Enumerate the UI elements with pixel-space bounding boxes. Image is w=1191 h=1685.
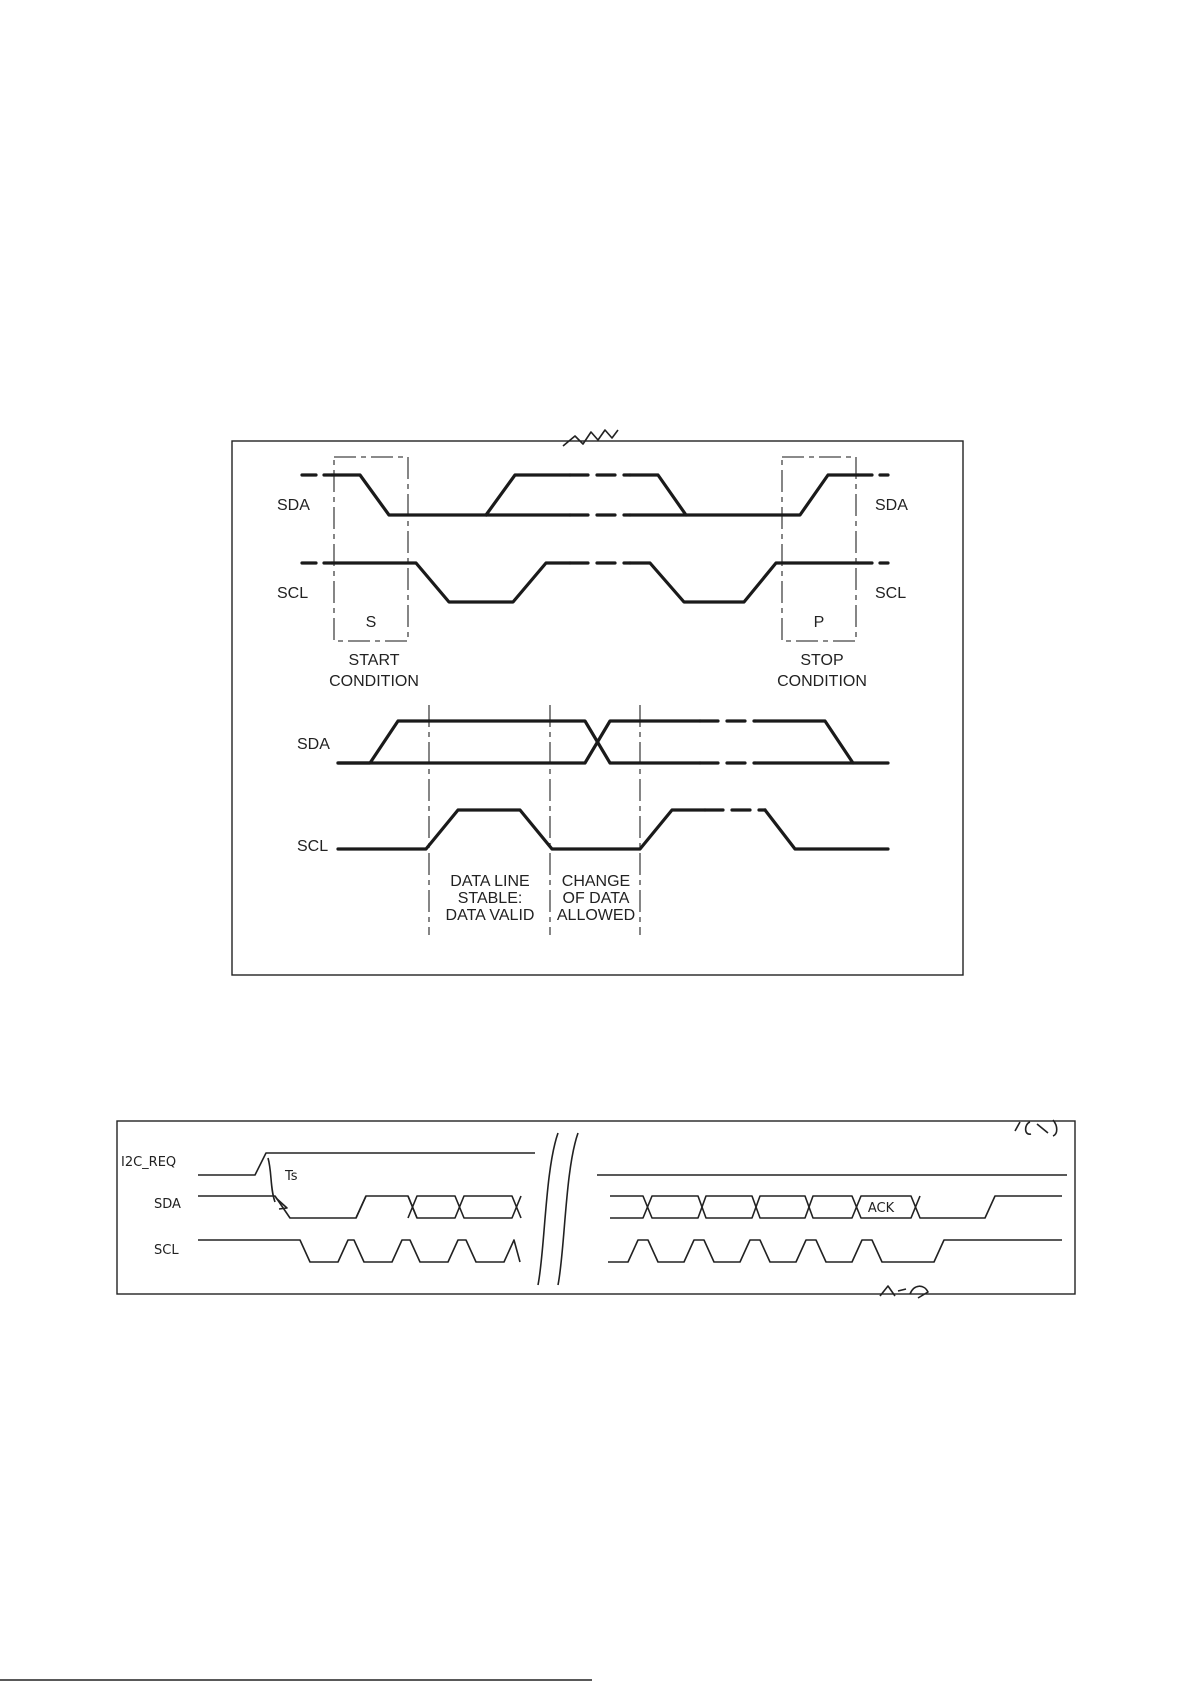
i2c-req-waveform xyxy=(198,1153,1067,1175)
sda-upper-waveform xyxy=(302,475,888,515)
handwritten-mark-top xyxy=(563,430,618,446)
p-label: P xyxy=(814,614,825,631)
handwritten-mark-right xyxy=(1015,1120,1057,1136)
diagram2-frame xyxy=(117,1121,1075,1294)
sda-req-waveform xyxy=(198,1196,1062,1218)
data-stable-line3: DATA VALID xyxy=(446,907,535,924)
handwritten-mark-bottom xyxy=(880,1286,928,1298)
scl-lower-label: SCL xyxy=(297,838,328,855)
change-data-line3: ALLOWED xyxy=(557,907,635,924)
sda-lower-waveform xyxy=(338,721,888,763)
ts-label: Ts xyxy=(284,1169,298,1184)
s-label: S xyxy=(366,614,377,631)
break-curve-left xyxy=(538,1133,558,1285)
break-curve-right xyxy=(558,1133,578,1285)
change-data-line2: OF DATA xyxy=(563,890,630,907)
start-condition-line2: CONDITION xyxy=(329,673,419,690)
stop-condition-line1: STOP xyxy=(800,652,843,669)
sda-lower-label: SDA xyxy=(297,736,330,753)
stop-condition-line2: CONDITION xyxy=(777,673,867,690)
data-stable-line2: STABLE: xyxy=(458,890,523,907)
diagram-i2c-req: Ts ACK I2C_REQ SDA SCL xyxy=(117,1120,1075,1298)
scl-req-waveform xyxy=(198,1240,1062,1262)
diagram-start-stop: SDA SCL SDA SCL S P START CONDITION STOP… xyxy=(232,430,963,975)
scl-left-label: SCL xyxy=(277,585,308,602)
scl-upper-waveform xyxy=(302,563,888,602)
sda-req-label: SDA xyxy=(154,1197,181,1212)
sda-left-label: SDA xyxy=(277,497,310,514)
start-condition-line1: START xyxy=(349,652,400,669)
scl-right-label: SCL xyxy=(875,585,906,602)
scl-req-label: SCL xyxy=(154,1243,179,1258)
sda-right-label: SDA xyxy=(875,497,908,514)
ack-label: ACK xyxy=(868,1201,895,1216)
scl-lower-waveform xyxy=(338,810,888,849)
i2c-req-label: I2C_REQ xyxy=(121,1155,176,1170)
change-data-line1: CHANGE xyxy=(562,873,630,890)
data-stable-line1: DATA LINE xyxy=(450,873,529,890)
